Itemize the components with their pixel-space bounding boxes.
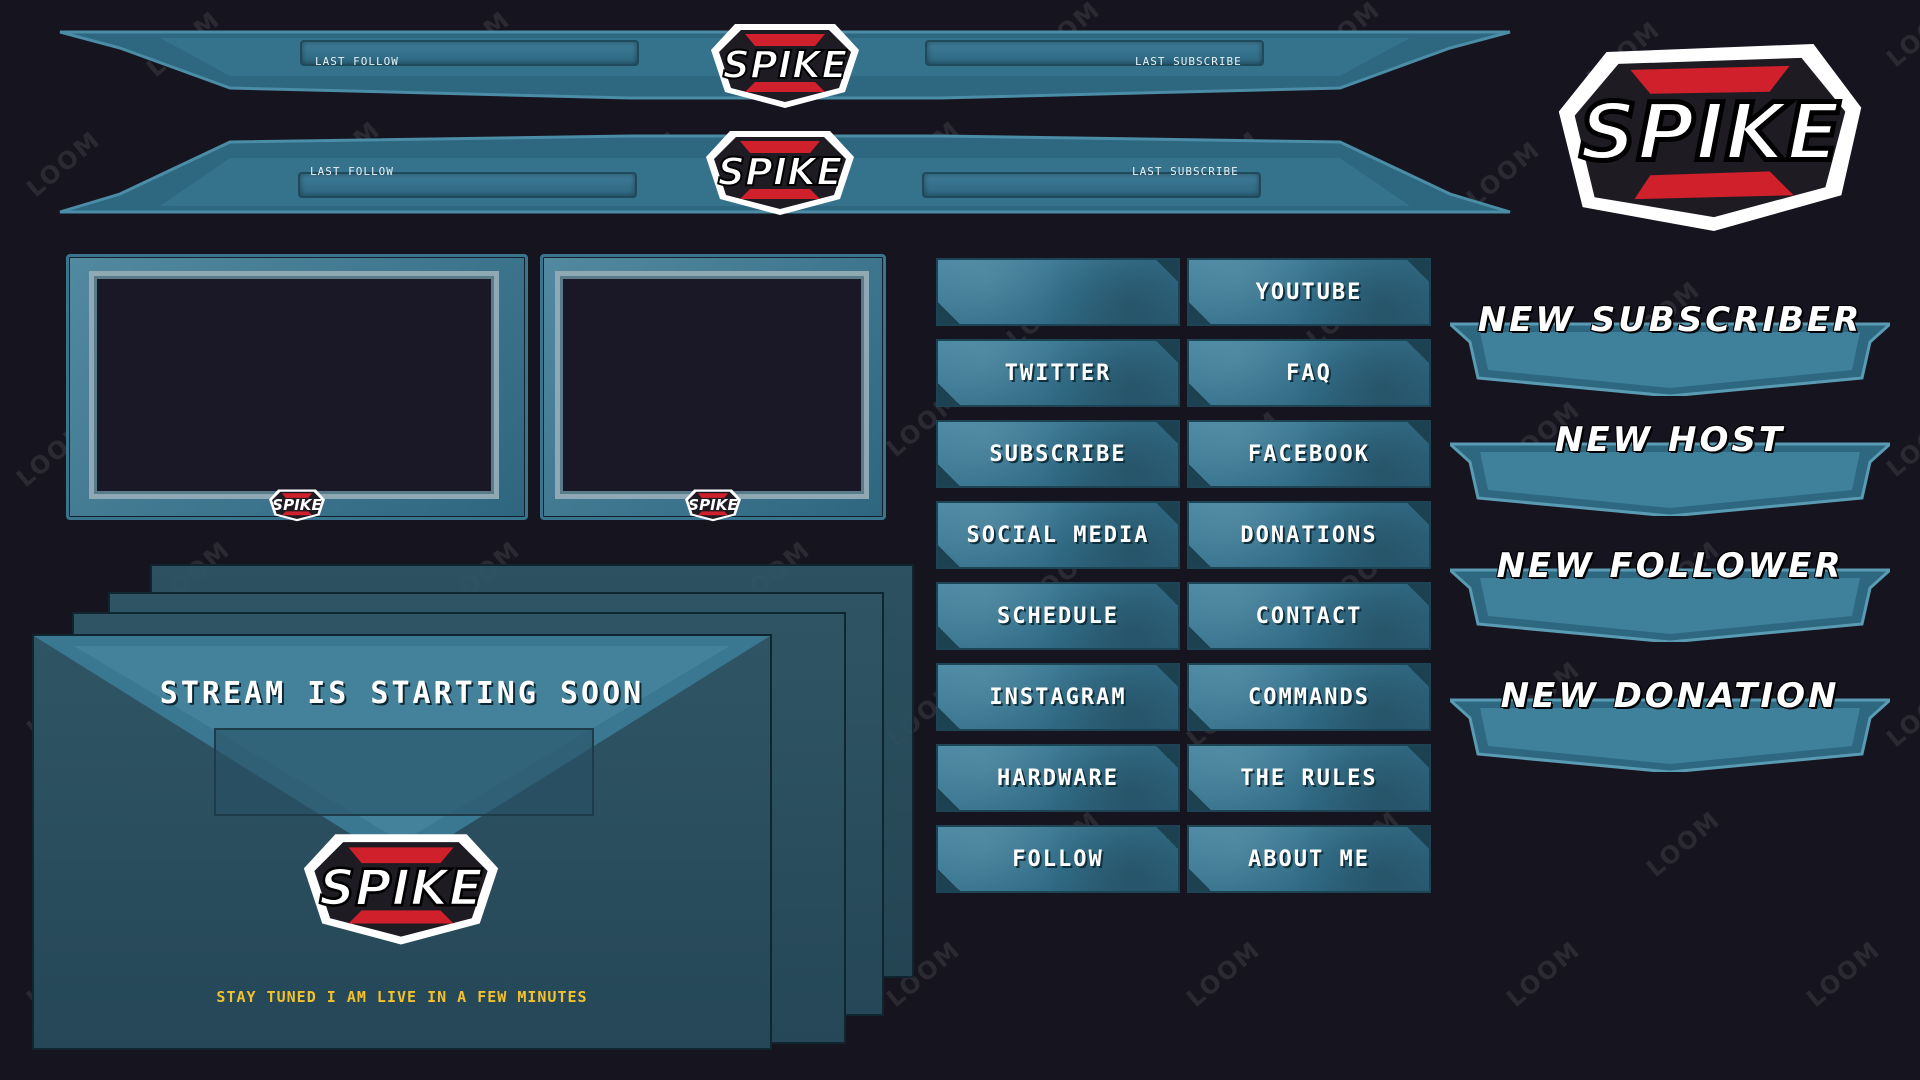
alert-new-host: New Host	[1450, 420, 1890, 516]
panel-commands[interactable]: Commands	[1187, 663, 1431, 731]
panel-hardware[interactable]: Hardware	[936, 744, 1180, 812]
alert-banner-shape	[1450, 442, 1890, 516]
svg-text:SPIKE: SPIKE	[272, 496, 322, 514]
last-follow-label: Last Follow	[315, 55, 399, 68]
panel-label: Hardware	[997, 765, 1119, 791]
panel-label: FAQ	[1286, 360, 1332, 386]
panel-subscribe[interactable]: Subscribe	[936, 420, 1180, 488]
alert-title: New Host	[1554, 420, 1786, 460]
last-follow-slot	[300, 40, 639, 66]
webcam-area	[89, 271, 499, 499]
alert-new-subscriber: New Subscriber	[1450, 300, 1890, 396]
watermark-text: LOOM	[1501, 935, 1586, 1013]
panel-donations[interactable]: Donations	[1187, 501, 1431, 569]
panel-schedule[interactable]: Schedule	[936, 582, 1180, 650]
panel-label: Social Media	[966, 522, 1150, 548]
alert-title: New Donation	[1500, 676, 1840, 716]
panel-contact[interactable]: Contact	[1187, 582, 1431, 650]
starting-soon-screen: Stream is Starting Soon SPIKE Stay tuned…	[32, 634, 772, 1050]
watermark-text: LOOM	[1181, 935, 1266, 1013]
last-follow-label: Last Follow	[310, 165, 394, 178]
alert-banner-shape	[1450, 698, 1890, 772]
starting-soon-subtitle: Stay tuned I am live in a few minutes	[216, 988, 588, 1006]
starting-soon-title: Stream is Starting Soon	[159, 676, 645, 711]
panel-about-me[interactable]: About Me	[1187, 825, 1431, 893]
alert-new-donation: New Donation	[1450, 676, 1890, 772]
last-subscribe-label: Last Subscribe	[1132, 165, 1239, 178]
panel-label: Contact	[1255, 603, 1363, 629]
panel-twitter[interactable]: Twitter	[936, 339, 1180, 407]
panel-blank[interactable]	[936, 258, 1180, 326]
watermark-text: LOOM	[1801, 935, 1886, 1013]
video-slot	[214, 728, 594, 816]
overlay-bar-2: Last Follow Last Subscribe SPIKE	[40, 128, 1530, 215]
panel-label: About Me	[1248, 846, 1370, 872]
alert-title: New Follower	[1496, 546, 1844, 586]
watermark-text: LOOM	[1641, 805, 1726, 883]
starting-soon-logo: SPIKE	[296, 828, 506, 948]
webcam-logo: SPIKE	[681, 488, 745, 522]
webcam-frame-small: SPIKE	[540, 254, 886, 522]
alert-new-follower: New Follower	[1450, 546, 1890, 642]
panel-label: Subscribe	[989, 441, 1127, 467]
logo-text: SPIKE	[718, 150, 843, 194]
panel-label: YouTube	[1255, 279, 1363, 305]
overlay-bar-1: Last Follow Last Subscribe SPIKE	[40, 24, 1530, 108]
panel-label: Schedule	[997, 603, 1119, 629]
alert-title: New Subscriber	[1477, 300, 1863, 340]
webcam-frame-large: SPIKE	[66, 254, 528, 522]
logo-text: SPIKE	[723, 43, 848, 87]
last-subscribe-slot	[922, 172, 1261, 198]
last-follow-slot	[298, 172, 637, 198]
last-subscribe-label: Last Subscribe	[1135, 55, 1242, 68]
alert-banner-shape	[1450, 568, 1890, 642]
webcam-area	[555, 271, 869, 499]
watermark-text: LOOM	[1881, 0, 1920, 73]
panel-social-media[interactable]: Social Media	[936, 501, 1180, 569]
panel-label: Twitter	[1004, 360, 1112, 386]
alert-banner-shape	[1450, 322, 1890, 396]
svg-text:SPIKE: SPIKE	[688, 496, 738, 514]
panel-label: Follow	[1012, 846, 1104, 872]
panel-faq[interactable]: FAQ	[1187, 339, 1431, 407]
svg-text:SPIKE: SPIKE	[319, 859, 483, 917]
panel-youtube[interactable]: YouTube	[1187, 258, 1431, 326]
main-logo: SPIKE	[1550, 40, 1870, 235]
webcam-logo: SPIKE	[265, 488, 329, 522]
panel-label: Commands	[1248, 684, 1370, 710]
panel-follow[interactable]: Follow	[936, 825, 1180, 893]
panel-label: Instagram	[989, 684, 1127, 710]
panel-instagram[interactable]: Instagram	[936, 663, 1180, 731]
last-subscribe-slot	[925, 40, 1264, 66]
panel-label: Donations	[1240, 522, 1378, 548]
main-logo-text: SPIKE	[1579, 85, 1840, 178]
panel-label: The Rules	[1240, 765, 1378, 791]
panel-facebook[interactable]: Facebook	[1187, 420, 1431, 488]
panel-label: Facebook	[1248, 441, 1370, 467]
panel-the-rules[interactable]: The Rules	[1187, 744, 1431, 812]
